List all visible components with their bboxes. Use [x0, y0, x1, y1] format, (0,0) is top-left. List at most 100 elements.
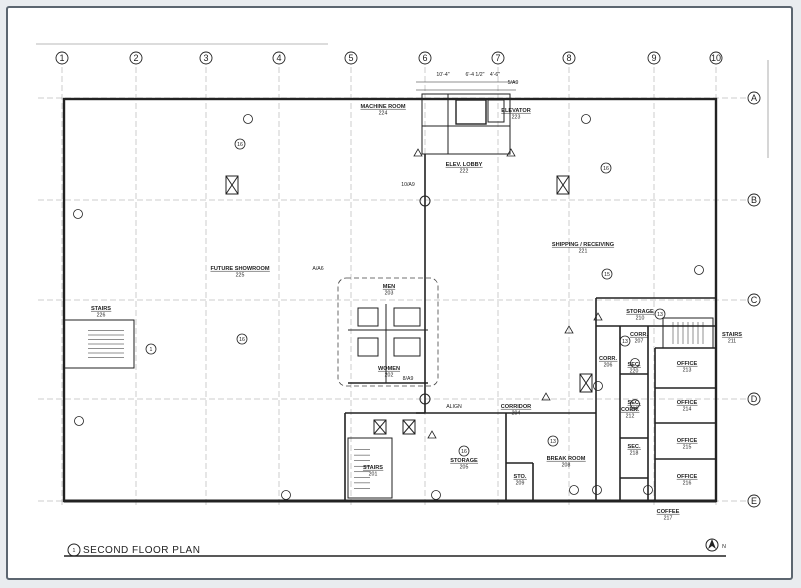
- column-marker: [419, 195, 431, 207]
- room-label-corr207: CORR.207: [629, 332, 649, 345]
- room-number: 206: [604, 363, 613, 369]
- room-number: 202: [385, 373, 394, 379]
- drawing-title: SECOND FLOOR PLAN: [83, 545, 200, 556]
- room-name: FUTURE SHOWROOM: [210, 266, 269, 272]
- room-number: 208: [562, 463, 571, 469]
- room-label-corr212: CORR.212: [620, 407, 640, 420]
- room-name: CORR.: [621, 407, 639, 413]
- grid-bubble-label: 4: [276, 53, 281, 63]
- grid-bubble-label: B: [751, 195, 757, 205]
- room-number: 219: [630, 407, 639, 413]
- grid-bubble-row-D: D: [747, 392, 761, 406]
- dimension-label: 5/A9: [508, 80, 519, 86]
- room-name: SHIPPING / RECEIVING: [552, 242, 614, 248]
- elevator-core: [416, 81, 516, 155]
- grid-bubble-column-9: 9: [647, 51, 661, 65]
- room-number: 223: [512, 115, 521, 121]
- room-name: MEN: [383, 284, 395, 290]
- room-label-sto209: STO.209: [513, 474, 527, 487]
- room-name: STAIRS: [722, 332, 742, 338]
- keynote-tag-text: 15: [604, 272, 610, 278]
- room-number: 216: [683, 481, 692, 487]
- grid-bubble-row-B: B: [747, 193, 761, 207]
- keynote-tag-text: 13: [657, 312, 663, 318]
- grid-bubble-label: D: [751, 394, 758, 404]
- room-name: WOMEN: [378, 366, 400, 372]
- room-name: STORAGE: [626, 309, 654, 315]
- dimension-label: 6'-4 1/2": [466, 72, 485, 78]
- room-name: OFFICE: [677, 361, 698, 367]
- grid-bubble-label: 8: [566, 53, 571, 63]
- grid-bubble-row-A: A: [747, 91, 761, 105]
- room-name: BREAK ROOM: [547, 456, 586, 462]
- room-name: SEC.: [627, 400, 641, 406]
- grid-bubble-label: 7: [495, 53, 500, 63]
- room-number: 225: [236, 273, 245, 279]
- grid-bubble-label: 6: [422, 53, 427, 63]
- room-name: STAIRS: [363, 465, 383, 471]
- restrooms: [348, 304, 428, 384]
- room-name: COFFEE: [657, 509, 680, 515]
- room-number: 210: [636, 316, 645, 322]
- room-name: STORAGE: [450, 458, 478, 464]
- detail-reference: 8/A9: [403, 376, 414, 382]
- drawing-number: 1: [73, 548, 76, 554]
- grid-bubble-column-2: 2: [129, 51, 143, 65]
- room-number: 201: [369, 472, 378, 478]
- room-label-sec218: SEC.218: [627, 444, 641, 457]
- grid-bubble-label: 2: [133, 53, 138, 63]
- grid-bubble-label: 3: [203, 53, 208, 63]
- room-number: 226: [97, 313, 106, 319]
- room-name: OFFICE: [677, 400, 698, 406]
- dimension-label: 10'-4": [436, 72, 449, 78]
- keynote-tags: [73, 114, 704, 500]
- detail-reference: A/A6: [312, 266, 323, 272]
- room-number: 204: [512, 411, 521, 417]
- room-name: MACHINE ROOM: [360, 104, 405, 110]
- room-number: 221: [579, 249, 588, 255]
- grid-lines: [38, 58, 748, 508]
- grid-bubble-row-E: E: [747, 494, 761, 508]
- keynote-tag-text: 16: [603, 166, 609, 172]
- room-name: CORR.: [599, 356, 617, 362]
- detail-reference: 10/A9: [401, 182, 415, 188]
- grid-bubble-label: 9: [651, 53, 656, 63]
- row-grid-bubbles: A B C D E: [747, 91, 761, 508]
- keynote-tag-text: 1: [150, 347, 153, 353]
- keynote-tag-text: 16: [237, 142, 243, 148]
- room-number: 212: [626, 414, 635, 420]
- room-number: 217: [664, 516, 673, 522]
- room-number: 214: [683, 407, 692, 413]
- grid-bubble-column-10: 10: [709, 51, 723, 65]
- room-name: ELEV. LOBBY: [446, 162, 483, 168]
- room-number: 205: [460, 465, 469, 471]
- room-name: OFFICE: [677, 438, 698, 444]
- stair-201: [347, 437, 393, 499]
- room-number: 224: [379, 111, 388, 117]
- keynote-tag-text: 13: [622, 339, 628, 345]
- room-number: 207: [635, 339, 644, 345]
- room-label-corr206: CORR.206: [598, 356, 618, 369]
- revision-triangles: [413, 148, 603, 439]
- grid-bubble-label: C: [751, 295, 758, 305]
- room-name: SEC.: [627, 444, 641, 450]
- room-name: SEC.: [627, 362, 641, 368]
- north-arrow-icon: [708, 539, 716, 549]
- note-label: ALIGN: [446, 404, 462, 410]
- grid-bubble-column-1: 1: [55, 51, 69, 65]
- grid-bubble-column-8: 8: [562, 51, 576, 65]
- room-number: 220: [630, 369, 639, 375]
- room-name: STO.: [514, 474, 527, 480]
- stair-226: [63, 319, 135, 369]
